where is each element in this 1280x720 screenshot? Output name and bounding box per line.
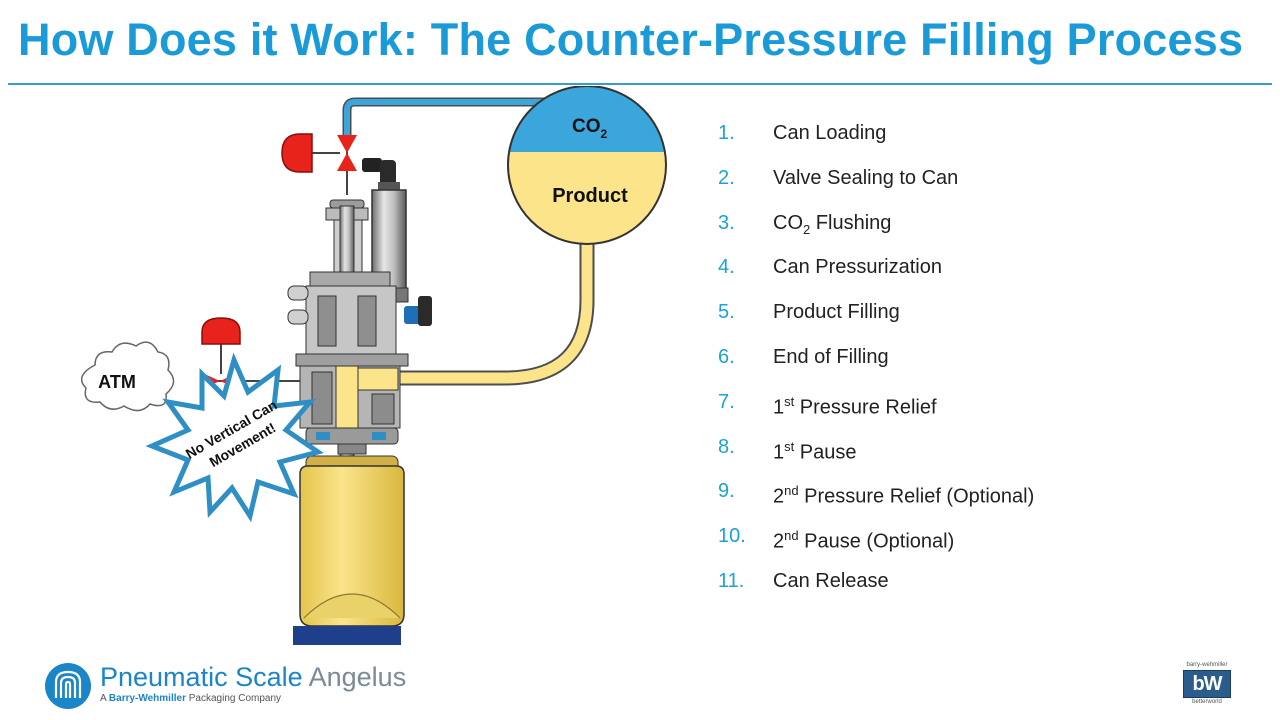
step-text: 2nd Pressure Relief (Optional) — [773, 483, 1035, 509]
step-number: 8. — [718, 435, 735, 458]
no-vertical-movement-burst: No Vertical Can Movement! — [145, 352, 324, 523]
step-text: 1st Pressure Relief — [773, 393, 937, 419]
company-logo: Pneumatic Scale Angelus A Barry-Wehmille… — [44, 662, 406, 710]
atm-label: ATM — [98, 372, 136, 392]
pneumatic-scale-logo-icon — [45, 663, 91, 709]
step-text: Can Pressurization — [773, 256, 942, 279]
co2-product-tank: CO2 Product — [507, 86, 667, 245]
step-item: 3. CO2 Flushing — [718, 207, 1034, 252]
step-item: 7. 1st Pressure Relief — [718, 386, 1034, 431]
step-item: 4. Can Pressurization — [718, 251, 1034, 296]
step-number: 10. — [718, 525, 746, 548]
step-number: 5. — [718, 301, 735, 324]
step-text: CO2 Flushing — [773, 211, 892, 237]
bw-bottom-text: betterworld — [1192, 699, 1222, 705]
bw-mark: bW — [1183, 670, 1231, 698]
step-number: 9. — [718, 480, 735, 503]
step-number: 11. — [718, 569, 745, 592]
title-divider — [8, 83, 1272, 85]
slide-title: How Does it Work: The Counter-Pressure F… — [18, 14, 1244, 65]
step-number: 7. — [718, 390, 735, 413]
elbow-fitting — [362, 158, 396, 186]
step-item: 9. 2nd Pressure Relief (Optional) — [718, 475, 1034, 520]
step-number: 4. — [718, 256, 735, 279]
step-item: 8. 1st Pause — [718, 431, 1034, 476]
step-item: 2. Valve Sealing to Can — [718, 162, 1034, 207]
bw-top-text: barry-wehmiller — [1186, 662, 1228, 668]
barry-wehmiller-logo: barry-wehmiller bW betterworld — [1183, 662, 1231, 706]
company-tagline: A Barry-Wehmiller Packaging Company — [100, 693, 282, 704]
step-text: Product Filling — [773, 301, 900, 324]
step-text: 1st Pause — [773, 438, 857, 464]
step-item: 11. Can Release — [718, 565, 1034, 610]
filling-valve-diagram: CO2 Product — [80, 86, 667, 645]
tank-product-label: Product — [552, 185, 628, 207]
co2-valve — [281, 133, 357, 195]
step-text: Can Release — [773, 569, 889, 592]
step-item: 6. End of Filling — [718, 341, 1034, 386]
step-text: Can Loading — [773, 122, 887, 144]
step-item: 5. Product Filling — [718, 296, 1034, 341]
step-text: End of Filling — [773, 345, 889, 368]
process-steps-list: 1. Can Loading 2. Valve Sealing to Can 3. C… — [718, 117, 1034, 610]
step-text: Valve Sealing to Can — [773, 166, 959, 189]
tank-co2-label: CO2 — [572, 116, 608, 141]
step-number: 3. — [718, 211, 735, 234]
step-number: 2. — [718, 166, 735, 189]
pneumatic-cylinder — [369, 182, 432, 326]
vent-line — [208, 343, 300, 382]
company-name: Pneumatic Scale Angelus — [100, 662, 407, 692]
beverage-can — [293, 455, 405, 645]
step-number: 6. — [718, 345, 735, 368]
step-item: 10. 2nd Pause (Optional) — [718, 520, 1034, 565]
step-item: 1. Can Loading — [718, 117, 1034, 162]
atm-cloud: ATM — [80, 341, 175, 412]
step-text: 2nd Pause (Optional) — [773, 528, 955, 553]
step-number: 1. — [718, 122, 735, 144]
